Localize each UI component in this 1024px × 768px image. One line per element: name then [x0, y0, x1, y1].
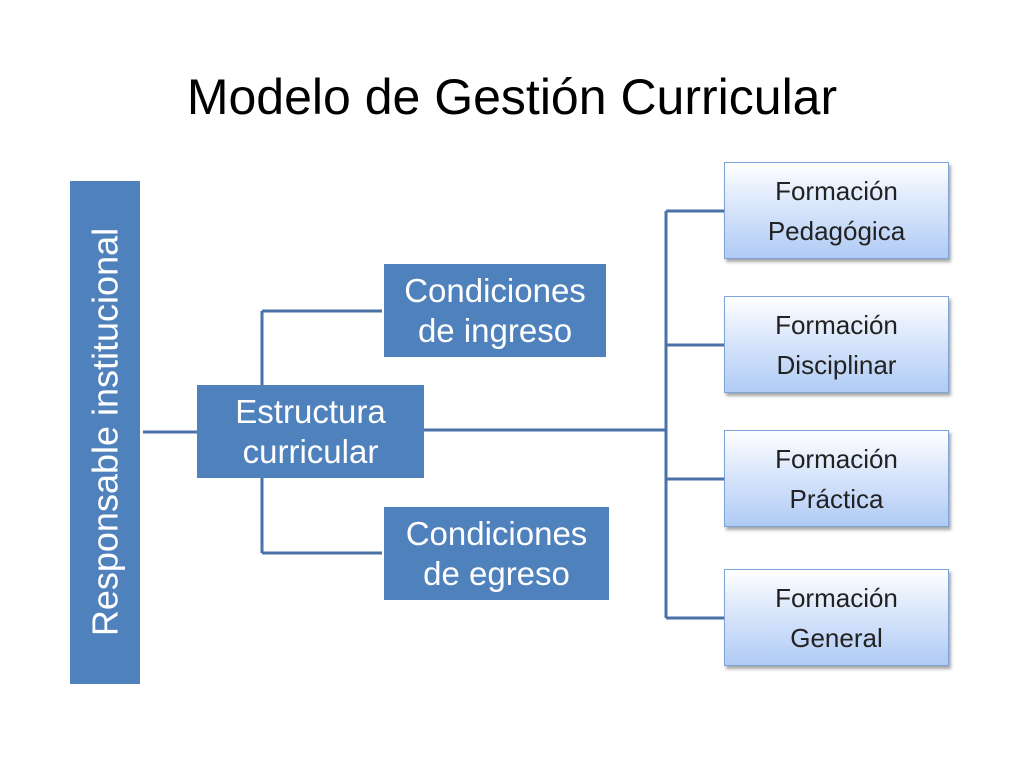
egreso-line-1: Condiciones: [405, 514, 588, 552]
responsable-institucional-label: Responsable institucional: [84, 227, 126, 637]
condiciones-egreso-box: Condiciones de egreso: [384, 507, 609, 600]
pedagogica-line-2: Pedagógica: [767, 215, 906, 246]
disciplinar-line-1: Formación: [775, 309, 898, 340]
general-line-2: General: [790, 622, 883, 653]
disciplinar-line-2: Disciplinar: [776, 349, 897, 380]
condiciones-ingreso-box: Condiciones de ingreso: [384, 264, 606, 357]
formacion-disciplinar-box: Formación Disciplinar: [724, 296, 949, 393]
formacion-pedagogica-box: Formación Pedagógica: [724, 162, 949, 259]
estructura-line-2: curricular: [242, 432, 379, 470]
ingreso-line-2: de ingreso: [417, 311, 573, 349]
general-line-1: Formación: [775, 582, 898, 613]
practica-line-2: Práctica: [789, 483, 884, 514]
egreso-line-2: de egreso: [423, 554, 570, 592]
page-title: Modelo de Gestión Curricular: [186, 69, 838, 125]
pedagogica-line-1: Formación: [775, 175, 898, 206]
estructura-line-1: Estructura: [235, 392, 386, 430]
responsable-institucional-box: [70, 181, 140, 684]
formacion-general-box: Formación General: [724, 569, 949, 666]
practica-line-1: Formación: [775, 443, 898, 474]
estructura-curricular-box: Estructura curricular: [197, 385, 424, 478]
formacion-practica-box: Formación Práctica: [724, 430, 949, 527]
ingreso-line-1: Condiciones: [404, 271, 586, 309]
